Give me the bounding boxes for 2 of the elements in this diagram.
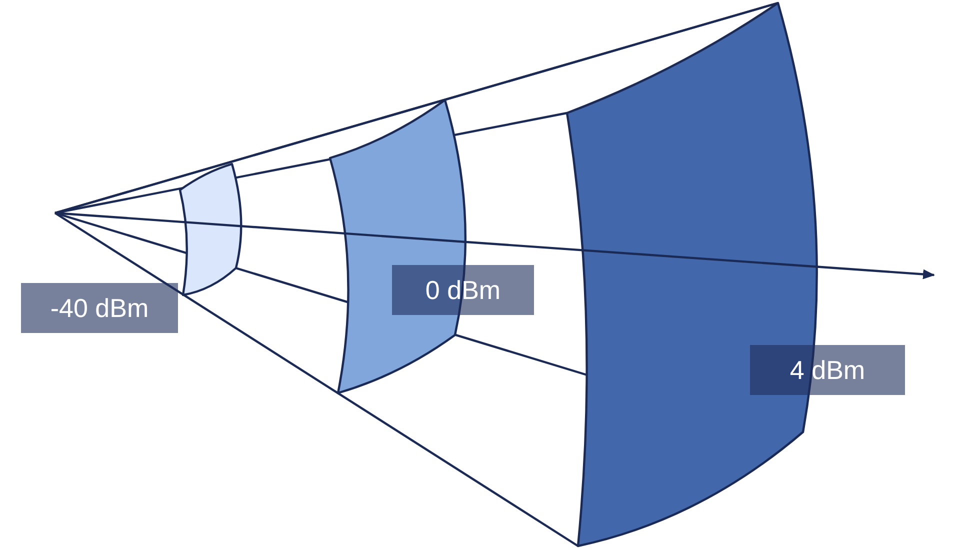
power-level-label: -40 dBm	[21, 283, 178, 333]
power-level-label: 4 dBm	[750, 345, 905, 395]
